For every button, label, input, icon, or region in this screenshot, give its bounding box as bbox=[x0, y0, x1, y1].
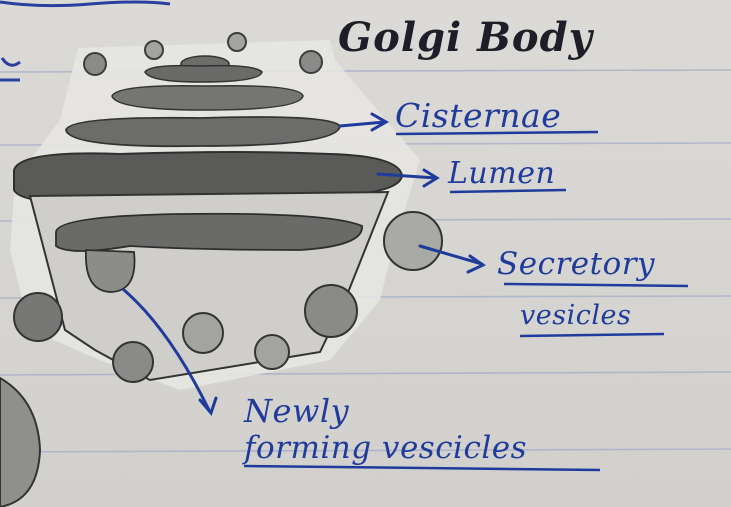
diagram-title: Golgi Body bbox=[338, 14, 593, 61]
vesicle-top-2 bbox=[145, 41, 163, 59]
left-margin-mark bbox=[0, 58, 20, 80]
top-scribble bbox=[0, 2, 170, 6]
vesicle-right-mid bbox=[305, 285, 357, 337]
vesicle-bottom-2 bbox=[183, 313, 223, 353]
vesicle-top-4 bbox=[300, 51, 322, 73]
vesicle-bottom-3 bbox=[255, 335, 289, 369]
label-newly: Newly bbox=[244, 392, 349, 430]
cisterna-4 bbox=[66, 117, 340, 146]
vesicle-left bbox=[14, 293, 62, 341]
label-cisternae: Cisternae bbox=[395, 96, 561, 135]
edge-partial-vesicle bbox=[0, 378, 40, 507]
label-forming-vescicles: forming vescicles bbox=[244, 430, 527, 466]
cisterna-3 bbox=[112, 86, 303, 110]
label-secretory: Secretory bbox=[497, 246, 655, 282]
label-lumen: Lumen bbox=[448, 156, 555, 191]
label-vesicles: vesicles bbox=[520, 300, 631, 331]
vesicle-top-1 bbox=[84, 53, 106, 75]
inner-cisterna bbox=[56, 214, 362, 251]
vesicle-right-large bbox=[384, 212, 442, 270]
cisterna-2 bbox=[145, 66, 262, 82]
vesicle-bottom-1 bbox=[113, 342, 153, 382]
vesicle-top-3 bbox=[228, 33, 246, 51]
